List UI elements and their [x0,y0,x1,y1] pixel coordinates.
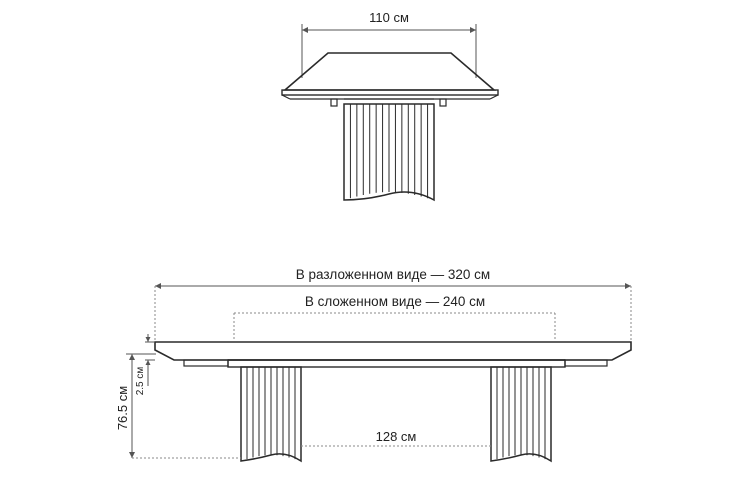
height-label: 76.5 см [115,386,130,430]
right-leg [490,366,552,463]
width-dimension: 110 см [301,10,477,78]
extended-label: В разложенном виде — 320 см [296,267,490,282]
left-leg [240,366,302,463]
thickness-dimension: 2.5 см [135,334,155,395]
end-view: 110 см [281,10,499,202]
extended-dimension: В разложенном виде — 320 см [154,267,632,340]
thickness-label: 2.5 см [135,367,146,396]
folded-dimension: В сложенном виде — 240 см [233,294,556,340]
front-view: В разложенном виде — 320 см В сложенном … [115,267,632,463]
end-view-leg [343,103,435,202]
height-dimension: 76.5 см [115,353,241,459]
width-label: 110 см [369,10,409,25]
leg-gap-label: 128 см [376,429,417,444]
folded-label: В сложенном виде — 240 см [305,294,485,309]
leg-gap-dimension: 128 см [301,429,491,447]
